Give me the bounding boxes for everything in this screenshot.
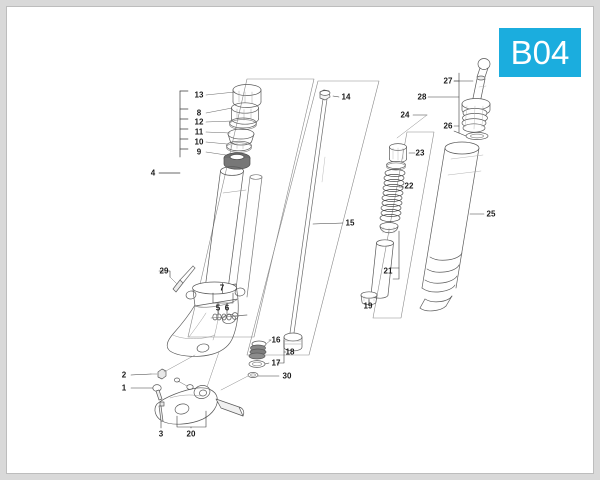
section-badge: B04 xyxy=(499,28,581,77)
parts-diagram xyxy=(130,58,491,429)
parts-1-2-bolt-nut xyxy=(130,354,196,401)
part-3-bolt xyxy=(158,401,165,429)
callout-label-30: 30 xyxy=(282,371,292,381)
callout-label-2: 2 xyxy=(121,370,127,380)
parts-5-6-fasteners xyxy=(210,282,240,321)
leader-24 xyxy=(396,114,428,139)
part-26-o-ring xyxy=(453,130,489,140)
part-21-spacer-tube xyxy=(370,230,400,299)
callout-label-6: 6 xyxy=(224,303,230,313)
part-22-coil-spring xyxy=(379,169,406,222)
section-badge-label: B04 xyxy=(510,34,570,71)
callout-label-3: 3 xyxy=(158,429,164,439)
callout-label-12: 12 xyxy=(194,117,204,127)
leaders-bearing-stack xyxy=(205,91,236,156)
callout-label-8: 8 xyxy=(196,108,202,118)
group-outline-spring xyxy=(372,131,435,319)
callout-label-27: 27 xyxy=(443,76,453,86)
callout-label-24: 24 xyxy=(400,110,410,120)
part-8-bearing-cup xyxy=(231,102,259,125)
callout-label-25: 25 xyxy=(486,209,496,219)
part-28-top-cap xyxy=(427,72,491,134)
part-15-damper-rod xyxy=(283,98,344,352)
part-19-bottom-bush xyxy=(360,291,378,306)
callout-label-21: 21 xyxy=(383,266,393,276)
group-outline-left xyxy=(187,78,315,338)
fork-tube-rear xyxy=(234,174,263,298)
callout-label-1: 1 xyxy=(121,383,127,393)
part-spring-seat-lower xyxy=(379,222,399,235)
callout-label-22: 22 xyxy=(404,181,414,191)
part-20-lower-yoke xyxy=(154,351,245,425)
part-steering-yoke xyxy=(166,281,248,357)
callout-label-23: 23 xyxy=(415,148,425,158)
parts-16-17-18-seals xyxy=(248,339,287,368)
group-outline-middle xyxy=(246,80,380,356)
part-30-ring xyxy=(220,372,280,391)
callout-label-13: 13 xyxy=(194,90,204,100)
part-23-spacer-cup xyxy=(386,143,416,171)
callout-label-28: 28 xyxy=(417,92,427,102)
callout-label-26: 26 xyxy=(443,121,453,131)
callout-label-29: 29 xyxy=(159,266,169,276)
callout-label-14: 14 xyxy=(341,92,351,102)
callout-label-15: 15 xyxy=(345,218,355,228)
callout-label-9: 9 xyxy=(196,147,202,157)
bracket-20 xyxy=(176,410,207,429)
part-11-taper-ring xyxy=(227,128,255,146)
callout-label-10: 10 xyxy=(194,137,204,147)
part-12-washer xyxy=(229,117,257,130)
part-10-bearing-ring xyxy=(226,140,252,153)
callout-label-5: 5 xyxy=(215,303,221,313)
diagram-panel: 4 13 8 12 11 10 9 29 7 5 6 2 1 3 20 14 1… xyxy=(6,6,594,474)
callout-label-7: 7 xyxy=(219,283,225,293)
bracket-4 xyxy=(158,90,189,174)
callout-label-11: 11 xyxy=(194,127,204,137)
part-4-fork-tube-upper xyxy=(204,166,247,290)
callout-label-4: 4 xyxy=(150,168,156,178)
part-13-top-cap xyxy=(232,84,262,108)
callout-label-18: 18 xyxy=(285,347,295,357)
callout-label-20: 20 xyxy=(186,429,196,439)
part-27-adjuster-rod xyxy=(453,58,491,104)
callout-label-17: 17 xyxy=(271,358,281,368)
part-29-pin xyxy=(158,265,196,293)
callout-label-19: 19 xyxy=(363,301,373,311)
part-14-top-nut xyxy=(319,89,340,101)
part-25-slider-tube xyxy=(419,141,485,312)
callout-label-16: 16 xyxy=(271,335,281,345)
